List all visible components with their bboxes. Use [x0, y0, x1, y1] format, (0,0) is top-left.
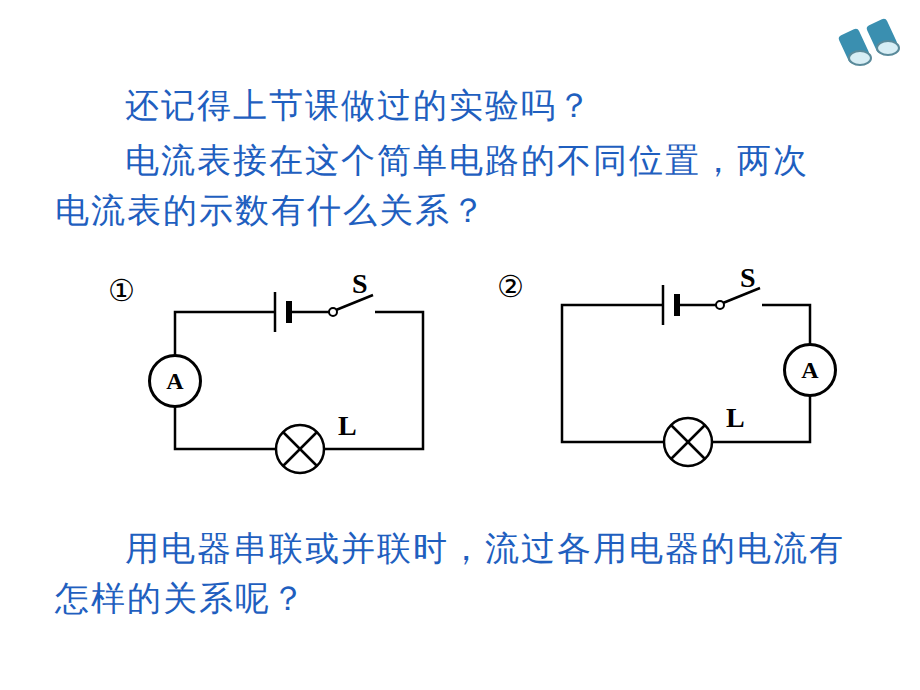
battery-short-plate	[674, 294, 680, 316]
lamp-cross	[283, 432, 317, 466]
circuit-number: ②	[497, 272, 524, 302]
binocular-barrel	[866, 18, 899, 54]
lamp-circle	[276, 425, 324, 473]
circuit-number: ①	[108, 276, 135, 306]
circuit	[562, 285, 810, 466]
binocular-lens	[849, 51, 871, 65]
lamp-label: L	[338, 412, 357, 440]
switch-label: S	[352, 270, 368, 298]
ammeter-letter: A	[801, 358, 818, 382]
wire	[677, 304, 716, 307]
switch-label: S	[740, 264, 756, 292]
binocular-lens	[877, 41, 899, 55]
intro-line: 还记得上节课做过的实验吗？	[125, 80, 885, 130]
lamp-cross	[671, 425, 705, 459]
question-text: 用电器串联或并联时，流过各用电器的电流有怎样的关系呢？	[55, 523, 855, 623]
lamp-circle	[664, 418, 712, 466]
binocular-icon	[838, 18, 899, 65]
binocular-barrel	[838, 28, 871, 64]
lamp-cross	[283, 432, 317, 466]
ammeter-symbol: A	[148, 354, 202, 408]
battery-long-plate	[274, 292, 277, 332]
lamp-symbol	[664, 418, 712, 466]
wire	[289, 311, 329, 314]
battery-short-plate	[286, 301, 292, 323]
lamp-label: L	[726, 404, 745, 432]
battery-long-plate	[662, 285, 665, 325]
ammeter-symbol: A	[783, 343, 837, 397]
question-text: 电流表接在这个简单电路的不同位置，两次电流表的示数有什么关系？	[55, 135, 835, 235]
ammeter-letter: A	[166, 369, 183, 393]
lamp-cross	[671, 425, 705, 459]
circuit	[175, 292, 423, 473]
lamp-symbol	[276, 425, 324, 473]
